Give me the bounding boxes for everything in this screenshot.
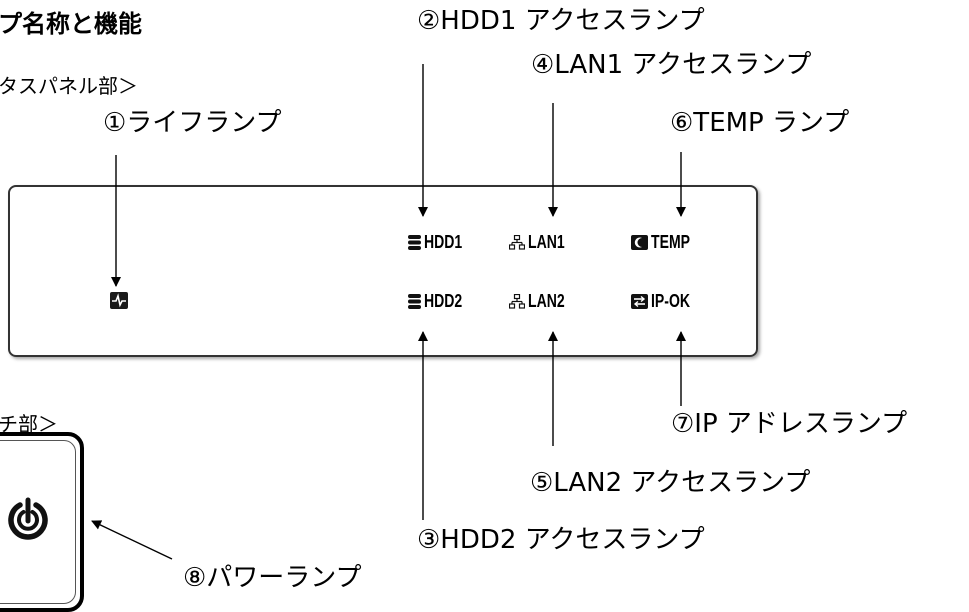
network-icon (509, 234, 525, 250)
panel-hdd2-lamp: HDD2 (408, 292, 473, 310)
panel-ipok-lamp: IP-OK (631, 292, 701, 310)
callout-lan2-lamp: ⑤LAN2 アクセスランプ (530, 468, 811, 498)
callout-hdd1-lamp: ②HDD1 アクセスランプ (417, 6, 705, 36)
database-icon (408, 293, 421, 309)
switch-section-label: チ部＞ (0, 412, 58, 436)
thermometer-icon (631, 234, 648, 250)
panel-hdd1-lamp: HDD1 (408, 233, 473, 251)
panel-temp-label: TEMP (651, 232, 691, 252)
arrow-power (91, 520, 173, 560)
panel-lan2-label: LAN2 (528, 291, 565, 311)
page-heading: プ名称と機能 (0, 10, 142, 38)
panel-hdd2-label: HDD2 (424, 291, 463, 311)
callout-life-lamp: ①ライフランプ (103, 108, 282, 138)
panel-lan1-label: LAN1 (528, 232, 565, 252)
callout-lan1-lamp: ④LAN1 アクセスランプ (531, 50, 812, 80)
power-icon (8, 497, 48, 540)
callout-power-lamp: ⑧パワーランプ (183, 563, 362, 593)
panel-temp-lamp: TEMP (631, 233, 701, 251)
callout-arrows (91, 64, 686, 560)
callout-ip-lamp: ⑦IP アドレスランプ (671, 409, 908, 439)
power-switch[interactable] (0, 432, 84, 612)
front-panel (8, 185, 758, 357)
database-icon (408, 234, 421, 250)
panel-lan2-lamp: LAN2 (509, 292, 575, 310)
swap-arrows-icon (631, 293, 648, 309)
panel-hdd1-label: HDD1 (424, 232, 463, 252)
network-icon (509, 293, 525, 309)
panel-ipok-label: IP-OK (651, 291, 691, 311)
heartbeat-icon (110, 292, 128, 309)
callout-hdd2-lamp: ③HDD2 アクセスランプ (417, 525, 705, 555)
panel-lan1-lamp: LAN1 (509, 233, 575, 251)
front-panel-section-label: タスパネル部＞ (0, 74, 138, 98)
callout-temp-lamp: ⑥TEMP ランプ (670, 108, 850, 138)
